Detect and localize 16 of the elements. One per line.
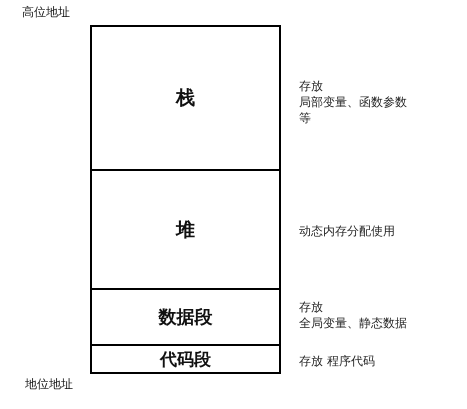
segment-note: 局部变量、函数参数等 — [299, 94, 408, 126]
address-label: 高位地址 — [22, 4, 70, 21]
segment-name: 栈 — [176, 86, 195, 111]
segment-name: 数据段 — [158, 306, 212, 329]
segment-note: 存放 程序代码 — [299, 353, 376, 369]
segment-note: 动态内存分配使用 — [299, 223, 396, 239]
memory-segment-box — [90, 288, 281, 346]
memory-segment-box — [90, 344, 281, 374]
memory-segment-box — [90, 25, 281, 171]
segment-name: 堆 — [176, 218, 195, 242]
address-label: 地位地址 — [25, 376, 73, 393]
segment-name: 代码段 — [160, 348, 211, 370]
segment-note: 全局变量、静态数据 — [299, 315, 408, 331]
memory-segment-box — [90, 169, 281, 290]
segment-note: 存放 — [299, 78, 324, 94]
segment-note: 存放 — [299, 299, 324, 315]
